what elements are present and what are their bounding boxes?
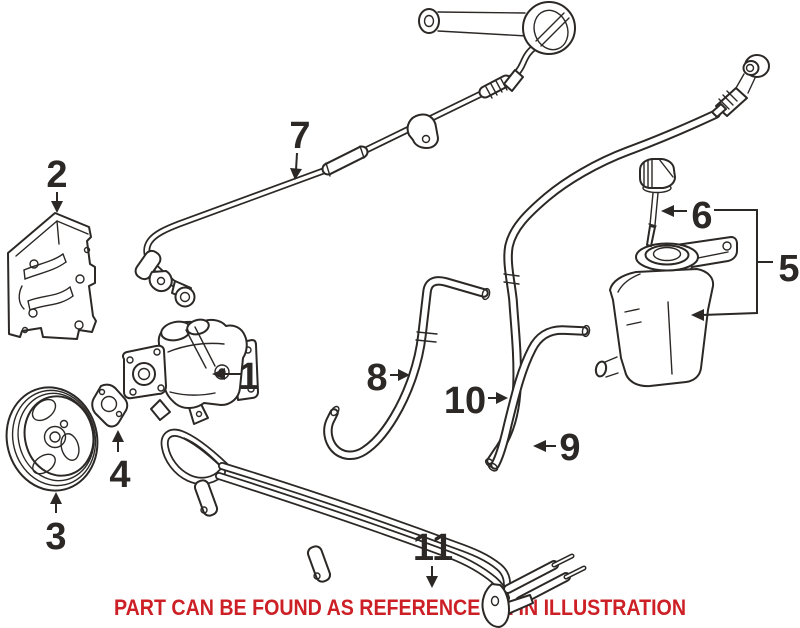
callouts: 2 7 1 8 10 9 3 4 11 6 5 bbox=[45, 115, 800, 588]
part-hose-8 bbox=[323, 276, 491, 460]
part-bracket bbox=[7, 212, 97, 340]
callout-11-label: 11 bbox=[413, 527, 453, 569]
part-pump bbox=[122, 318, 259, 425]
callout-10-label: 10 bbox=[444, 380, 486, 422]
callout-2-label: 2 bbox=[46, 154, 67, 196]
reservoir-cap bbox=[639, 158, 676, 247]
part-pulley bbox=[5, 386, 99, 492]
callout-3-label: 3 bbox=[45, 516, 66, 558]
part-pressure-hose bbox=[134, 1, 576, 308]
callout-4-label: 4 bbox=[109, 454, 130, 496]
callout-5-label: 5 bbox=[778, 248, 799, 290]
callout-8-label: 8 bbox=[366, 357, 387, 399]
callout-7-label: 7 bbox=[289, 115, 310, 157]
part-reservoir-assembly bbox=[594, 158, 738, 388]
part-cooler-pipes bbox=[160, 428, 587, 628]
part-hose-9 bbox=[487, 324, 591, 472]
callout-1-label: 1 bbox=[238, 356, 259, 398]
part-gasket bbox=[91, 383, 129, 428]
callout-6-label: 6 bbox=[691, 195, 712, 237]
reservoir-body bbox=[609, 268, 715, 388]
callout-9-label: 9 bbox=[559, 427, 580, 469]
caption: PART CAN BE FOUND AS REFERENCE # 1 IN IL… bbox=[114, 595, 686, 620]
callout-7-arrow bbox=[295, 152, 298, 171]
